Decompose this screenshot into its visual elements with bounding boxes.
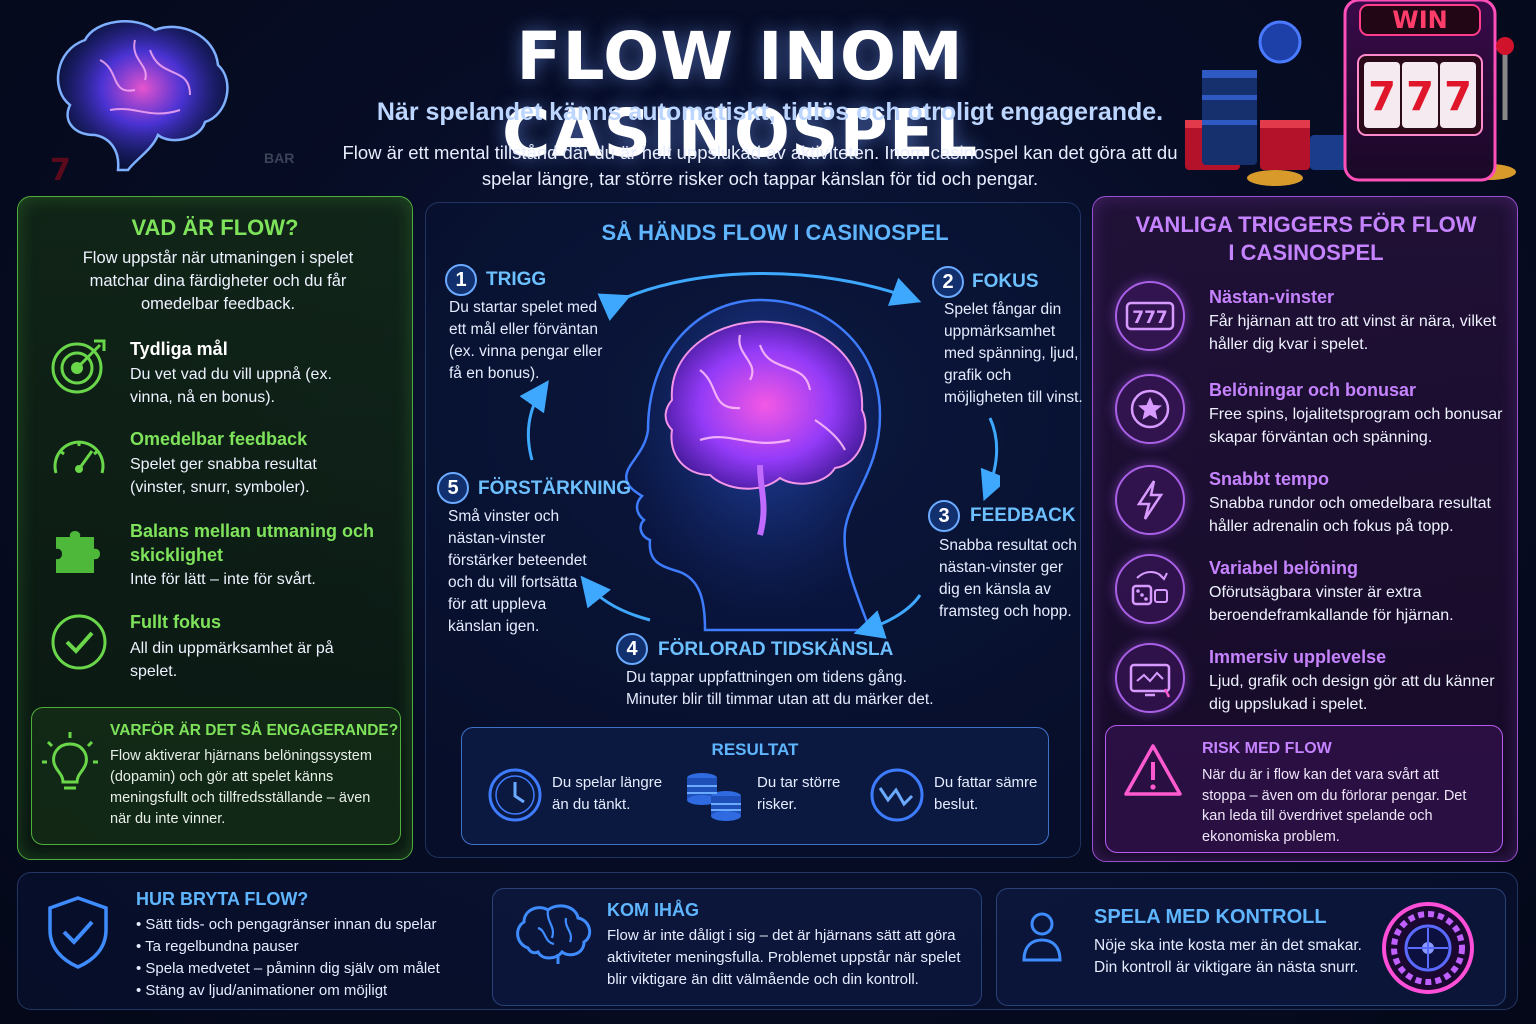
page-intro: Flow är ett mental tillstånd där du är h…	[342, 142, 1178, 189]
left-item-2-text: Spelet ger snabba resultat (vinster, snu…	[130, 456, 317, 496]
right-panel-title: VANLIGA TRIGGERS FÖR FLOW I CASINOSPEL	[1135, 212, 1477, 265]
center-panel-title: SÅ HÄNDS FLOW I CASINOSPEL	[601, 220, 949, 245]
result-box: RESULTAT Du spelar längre än du tänkt. D…	[461, 727, 1049, 845]
list-item: • Stäng av ljud/animationer om möjligt	[136, 982, 388, 999]
right-item-5-title: Immersiv upplevelse	[1209, 647, 1387, 667]
step-1-number: 1	[445, 264, 477, 296]
step-5-title: FÖRSTÄRKNING	[478, 478, 632, 499]
break-flow-title: HUR BRYTA FLOW?	[136, 889, 309, 909]
win-label: WIN	[1392, 6, 1448, 34]
coins-icon	[687, 773, 741, 821]
risk-box: RISK MED FLOW När du är i flow kan det v…	[1105, 725, 1503, 853]
dice-icon	[1115, 554, 1185, 624]
star-badge-icon	[1115, 374, 1185, 444]
why-engaging-title: VARFÖR ÄR DET SÅ ENGAGERANDE?	[110, 722, 399, 739]
page-title: FLOW INOM CASINOSPEL	[502, 18, 978, 172]
step-1-text: Du startar spelet med ett mål eller förv…	[449, 299, 603, 382]
screen-icon	[1115, 643, 1185, 713]
remember-text: Flow är inte dåligt i sig – det är hjärn…	[607, 927, 961, 988]
shield-check-icon	[48, 896, 108, 969]
right-item-4-text: Oförutsägbara vinster är extra beroendef…	[1209, 584, 1454, 624]
left-item-4-text: All din uppmärksamhet är på spelet.	[130, 640, 334, 680]
control-text: Nöje ska inte kosta mer än det smakar. D…	[1094, 937, 1362, 976]
result-item-2-text: Du tar större risker.	[757, 774, 841, 813]
why-engaging-box: VARFÖR ÄR DET SÅ ENGAGERANDE? Flow aktiv…	[31, 707, 401, 845]
step-2-title: FOKUS	[972, 271, 1039, 292]
user-icon	[1022, 912, 1062, 962]
svg-text:7: 7	[50, 153, 71, 185]
list-item: • Spela medvetet – påminn dig själv om m…	[136, 960, 440, 977]
step-5-number: 5	[437, 472, 469, 504]
result-title: RESULTAT	[711, 740, 799, 759]
target-icon	[51, 339, 106, 394]
slot-777-icon: 777	[1115, 281, 1185, 351]
slot-reel-3: 7	[1444, 74, 1472, 120]
step-2-number: 2	[932, 266, 964, 298]
what-is-flow-panel: VAD ÄR FLOW? Flow uppstår när utmaningen…	[17, 196, 413, 860]
page-subtitle: När spelandet känns automatiskt, tidlös …	[376, 98, 1164, 126]
step-2-text: Spelet fångar din uppmärksamhet med spän…	[944, 301, 1083, 406]
bar-label: BAR	[264, 150, 295, 166]
brain-icon	[516, 904, 592, 964]
list-item: • Ta regelbundna pauser	[136, 938, 299, 955]
step-1-title: TRIGG	[486, 269, 547, 290]
cycle-arrows	[520, 272, 1000, 639]
control-title: SPELA MED KONTROLL	[1094, 906, 1327, 928]
step-4-number: 4	[616, 633, 648, 665]
left-panel-title: VAD ÄR FLOW?	[131, 215, 299, 240]
right-item-5-text: Ljud, grafik och design gör att du känne…	[1209, 673, 1495, 713]
remember-box	[492, 888, 982, 1006]
slot-reel-2: 7	[1406, 74, 1434, 120]
right-item-3-title: Snabbt tempo	[1209, 469, 1329, 489]
left-item-1-title: Tydliga mål	[130, 339, 228, 359]
why-engaging-text: Flow aktiverar hjärnans belöningssystem …	[110, 748, 372, 827]
left-item-3-title: Balans mellan utmaning och skicklighet	[130, 521, 375, 565]
risk-title: RISK MED FLOW	[1202, 740, 1332, 757]
left-item-2-title: Omedelbar feedback	[130, 429, 308, 449]
right-item-2-title: Belöningar och bonusar	[1209, 380, 1417, 400]
left-item-3-text: Inte för lätt – inte för svårt.	[130, 571, 316, 588]
result-item-3-text: Du fattar sämre beslut.	[934, 774, 1038, 813]
roulette-wheel-icon	[1382, 902, 1474, 994]
step-4-text: Du tappar uppfattningen om tidens gång. …	[626, 669, 934, 708]
triggers-panel: VANLIGA TRIGGERS FÖR FLOW I CASINOSPEL 7…	[1092, 196, 1518, 862]
right-item-1-title: Nästan-vinster	[1209, 287, 1335, 307]
risk-text: När du är i flow kan det vara svårt att …	[1202, 767, 1467, 845]
head-brain-illustration	[625, 298, 882, 632]
left-panel-intro: Flow uppstår när utmaningen i spelet mat…	[82, 249, 354, 313]
right-item-4-title: Variabel belöning	[1209, 558, 1359, 578]
right-item-1-text: Får hjärnan att tro att vinst är nära, v…	[1209, 313, 1497, 353]
remember-title: KOM IHÅG	[607, 900, 699, 920]
list-item: • Sätt tids- och pengagränser innan du s…	[136, 916, 437, 933]
puzzle-icon	[56, 531, 100, 573]
right-item-3-text: Snabba rundor och omedelbara resultat hå…	[1209, 495, 1491, 535]
gauge-icon	[53, 440, 105, 474]
right-item-2-text: Free spins, lojalitetsprogram och bonusa…	[1209, 406, 1503, 446]
break-flow-list: • Sätt tids- och pengagränser innan du s…	[136, 914, 486, 1002]
check-icon	[51, 614, 107, 670]
chips-and-slot-illustration: WIN 7 7 7	[1185, 0, 1516, 186]
lightning-icon	[1115, 465, 1185, 535]
clock-icon	[488, 768, 542, 822]
step-3-text: Snabba resultat och nästan-vinster ger d…	[939, 537, 1077, 620]
svg-text:777: 777	[1132, 308, 1168, 328]
warning-icon	[1124, 744, 1182, 796]
brain-illustration: 7	[50, 20, 229, 185]
slot-reel-1: 7	[1368, 74, 1396, 120]
left-item-4-title: Fullt fokus	[130, 612, 221, 632]
step-5-text: Små vinster och nästan-vinster förstärke…	[448, 508, 587, 635]
lightbulb-icon	[42, 732, 98, 790]
result-item-1-text: Du spelar längre än du tänkt.	[552, 774, 663, 813]
step-3-title: FEEDBACK	[970, 505, 1076, 526]
left-item-1-text: Du vet vad du vill uppnå (ex. vinna, nå …	[130, 366, 332, 406]
step-4-title: FÖRLORAD TIDSKÄNSLA	[658, 639, 894, 660]
decline-chart-icon	[870, 768, 924, 822]
step-3-number: 3	[928, 500, 960, 532]
